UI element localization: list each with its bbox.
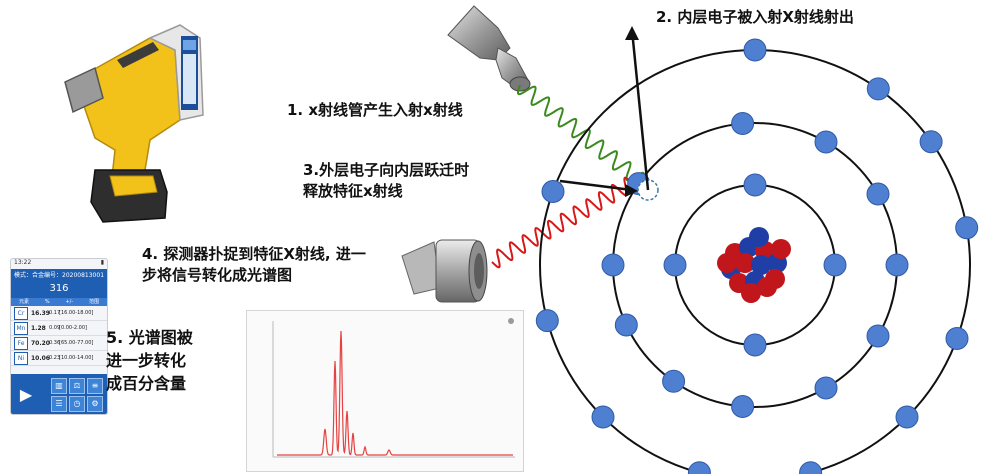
- step-2-label: 2. 内层电子被入射X射线射出: [656, 8, 854, 26]
- electron: [743, 173, 767, 197]
- element-error: 0.09: [49, 325, 61, 331]
- element-error: 0.23: [49, 355, 61, 361]
- electron: [885, 253, 909, 277]
- electrons: [535, 38, 979, 474]
- play-icon[interactable]: ▶: [19, 385, 33, 404]
- electron: [919, 130, 943, 154]
- result-row: Cr 16.39 0.17 [16.00-18.00]: [11, 306, 107, 321]
- electron: [814, 376, 838, 400]
- spectrum-chart: [246, 310, 524, 472]
- electron: [601, 253, 625, 277]
- step-1-label: 1. x射线管产生入射x射线: [287, 101, 463, 119]
- chart-icon[interactable]: ▥: [51, 378, 67, 394]
- electron: [663, 253, 687, 277]
- col-range: 范围: [89, 299, 100, 305]
- col-percent: %: [44, 299, 50, 305]
- element-range: [0.00-2.00]: [59, 325, 87, 331]
- grade-result: 316: [11, 280, 107, 298]
- electron: [945, 327, 969, 350]
- element-percent: 70.20: [31, 339, 50, 347]
- electron: [955, 216, 979, 240]
- result-row: Ni 10.06 0.23 [10.00-14.00]: [11, 351, 107, 366]
- element-percent: 1.28: [31, 324, 46, 332]
- element-range: [10.00-14.00]: [59, 355, 94, 361]
- proton: [717, 253, 737, 273]
- element-error: 0.36: [49, 340, 61, 346]
- element-range: [16.00-18.00]: [59, 310, 94, 316]
- proton: [771, 239, 791, 259]
- electron: [799, 461, 823, 474]
- ejected-electron-arrowhead: [625, 26, 639, 40]
- sample-number: 编号：20200813001: [44, 272, 105, 279]
- detector: [401, 239, 488, 303]
- status-time: 13:22: [14, 259, 32, 266]
- result-row: Fe 70.20 0.36 [65.00-77.00]: [11, 336, 107, 351]
- step-3-label: 3.外层电子向内层跃迁时 释放特征x射线: [303, 161, 470, 200]
- result-row: Mn 1.28 0.09 [0.00-2.00]: [11, 321, 107, 336]
- gear-icon[interactable]: ⚙: [87, 396, 103, 412]
- screen-header: 模式：合金 编号：20200813001: [11, 269, 107, 280]
- step-5-label: 5. 光谱图被 进一步转化 成百分含量: [106, 328, 193, 393]
- screen-toolbar: ▶ ▥ ⚖ ≡ ☰ ◷ ⚙: [11, 374, 107, 414]
- result-columns: 元素 % +/- 范围: [11, 298, 107, 306]
- clock-icon[interactable]: ◷: [69, 396, 85, 412]
- electron: [591, 405, 615, 429]
- xray-tube: [447, 5, 531, 92]
- neutron: [751, 255, 771, 275]
- status-bar: 13:22 ▮: [11, 259, 107, 269]
- proton: [741, 283, 761, 303]
- electron: [541, 180, 565, 203]
- characteristic-xray-wave: [491, 176, 633, 269]
- electron: [687, 461, 711, 474]
- electron: [535, 309, 559, 333]
- element-symbol: Mn: [14, 321, 28, 335]
- col-element: 元素: [18, 299, 29, 305]
- element-percent: 10.06: [31, 354, 50, 362]
- electron: [614, 313, 638, 337]
- element-range: [65.00-77.00]: [59, 340, 94, 346]
- list-icon[interactable]: ☰: [51, 396, 67, 412]
- electron: [731, 395, 755, 418]
- element-error: 0.17: [49, 310, 61, 316]
- electron: [895, 405, 919, 429]
- proton: [735, 253, 755, 273]
- electron: [731, 112, 755, 135]
- balance-icon[interactable]: ⚖: [69, 378, 85, 394]
- electron: [743, 333, 767, 357]
- mode-label: 模式：合金: [14, 272, 45, 279]
- step-4-label: 4. 探测器扑捉到特征X射线, 进一 步将信号转化成光谱图: [142, 245, 366, 284]
- element-symbol: Ni: [14, 351, 28, 365]
- proton: [757, 277, 777, 297]
- col-error: +/-: [65, 299, 74, 305]
- element-symbol: Cr: [14, 306, 28, 320]
- incident-xray-wave: [517, 84, 645, 183]
- electron: [866, 324, 890, 348]
- electron: [662, 369, 686, 393]
- element-percent: 16.39: [31, 309, 50, 317]
- electron: [866, 77, 890, 101]
- ejected-electron-arrow: [630, 29, 650, 191]
- database-icon[interactable]: ≡: [87, 378, 103, 394]
- nucleus: [717, 227, 791, 303]
- battery-icon: ▮: [100, 259, 104, 266]
- element-symbol: Fe: [14, 336, 28, 350]
- electron: [823, 253, 847, 277]
- xrf-analyzer-illustration: [64, 24, 204, 223]
- electron: [866, 182, 890, 206]
- transition-arrow: [559, 179, 633, 192]
- neutron: [749, 227, 769, 247]
- analyzer-result-screen: 13:22 ▮ 模式：合金 编号：20200813001 316 元素 % +/…: [10, 258, 108, 415]
- spectrum-line: [277, 330, 513, 456]
- transition-arrowhead: [625, 184, 638, 197]
- electron: [814, 130, 838, 154]
- electron: [743, 38, 767, 62]
